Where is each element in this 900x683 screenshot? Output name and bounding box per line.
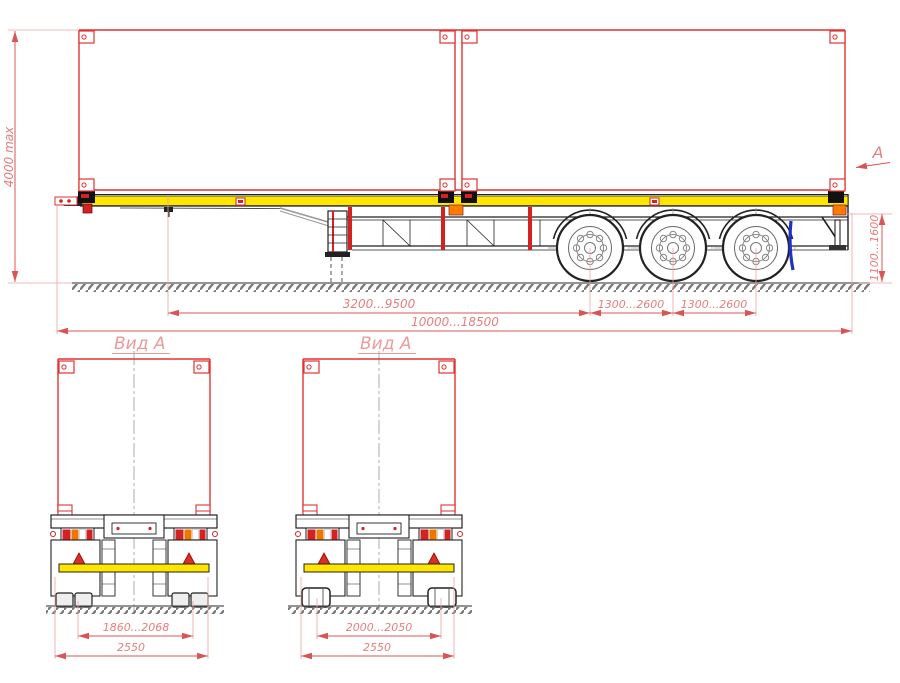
- dim-width-left-label: 2550: [117, 641, 145, 654]
- rear1-extensions: [54, 577, 209, 659]
- rear2-extensions: [300, 577, 455, 659]
- dim-axle-spacing-1: 1300...2600: [590, 298, 673, 317]
- middle-fittings: [438, 191, 477, 216]
- landing-gear: [325, 210, 350, 282]
- view-a-label-right: Вид А: [358, 334, 416, 354]
- kingpin: [164, 207, 173, 217]
- rear-view-left: 1860...2068 2550: [46, 351, 224, 660]
- ground-rear-right: [288, 605, 472, 614]
- dim-axle-spacing-2: 1300...2600: [673, 298, 756, 317]
- dim-track-right: 2000...2050: [317, 621, 441, 640]
- dim-track-right-label: 2000...2050: [346, 621, 412, 634]
- section-arrow-a-label: A: [872, 143, 884, 162]
- dim-height-max: 4000 max: [2, 31, 19, 282]
- ground-side: [72, 282, 870, 292]
- dim-height-max-label: 4000 max: [2, 126, 16, 187]
- dim-overall-length: 10000...18500: [57, 315, 852, 335]
- dim-rear-height: 1100...1600: [868, 214, 886, 282]
- dim-rear-height-label: 1100...1600: [868, 215, 881, 281]
- rear-fittings: [821, 191, 847, 250]
- view-a-left-text: Вид А: [114, 334, 166, 354]
- deck-markers: [235, 197, 660, 206]
- rear2-wheel-right: [427, 587, 457, 608]
- container-outline: [78, 29, 846, 192]
- dim-axle-spacing-2-label: 1300...2600: [681, 298, 747, 311]
- section-arrow-a: A: [855, 143, 891, 170]
- dim-width-right-label: 2550: [363, 641, 391, 654]
- view-a-right-text: Вид А: [360, 334, 412, 354]
- dim-track-left: 1860...2068: [78, 621, 193, 640]
- dim-width-left: 2550: [55, 641, 208, 660]
- dim-width-right: 2550: [301, 641, 454, 660]
- dim-overall-length-label: 10000...18500: [411, 315, 499, 329]
- side-view: 4000 max 1100...1600 3200...9500 1300...…: [2, 29, 892, 335]
- rear2-wheel-left: [301, 587, 331, 608]
- dim-kingpin-axle-label: 3200...9500: [343, 297, 416, 311]
- dim-kingpin-axle: 3200...9500: [168, 297, 590, 317]
- ground-rear-left: [46, 605, 224, 614]
- dim-track-left-label: 1860...2068: [103, 621, 169, 634]
- view-a-label-left: Вид А: [112, 334, 170, 354]
- rear-view-right: 2000...2050 2550: [288, 351, 472, 660]
- dim-axle-spacing-1-label: 1300...2600: [598, 298, 664, 311]
- front-fittings: [54, 191, 95, 214]
- mudflap-blue: [788, 220, 795, 271]
